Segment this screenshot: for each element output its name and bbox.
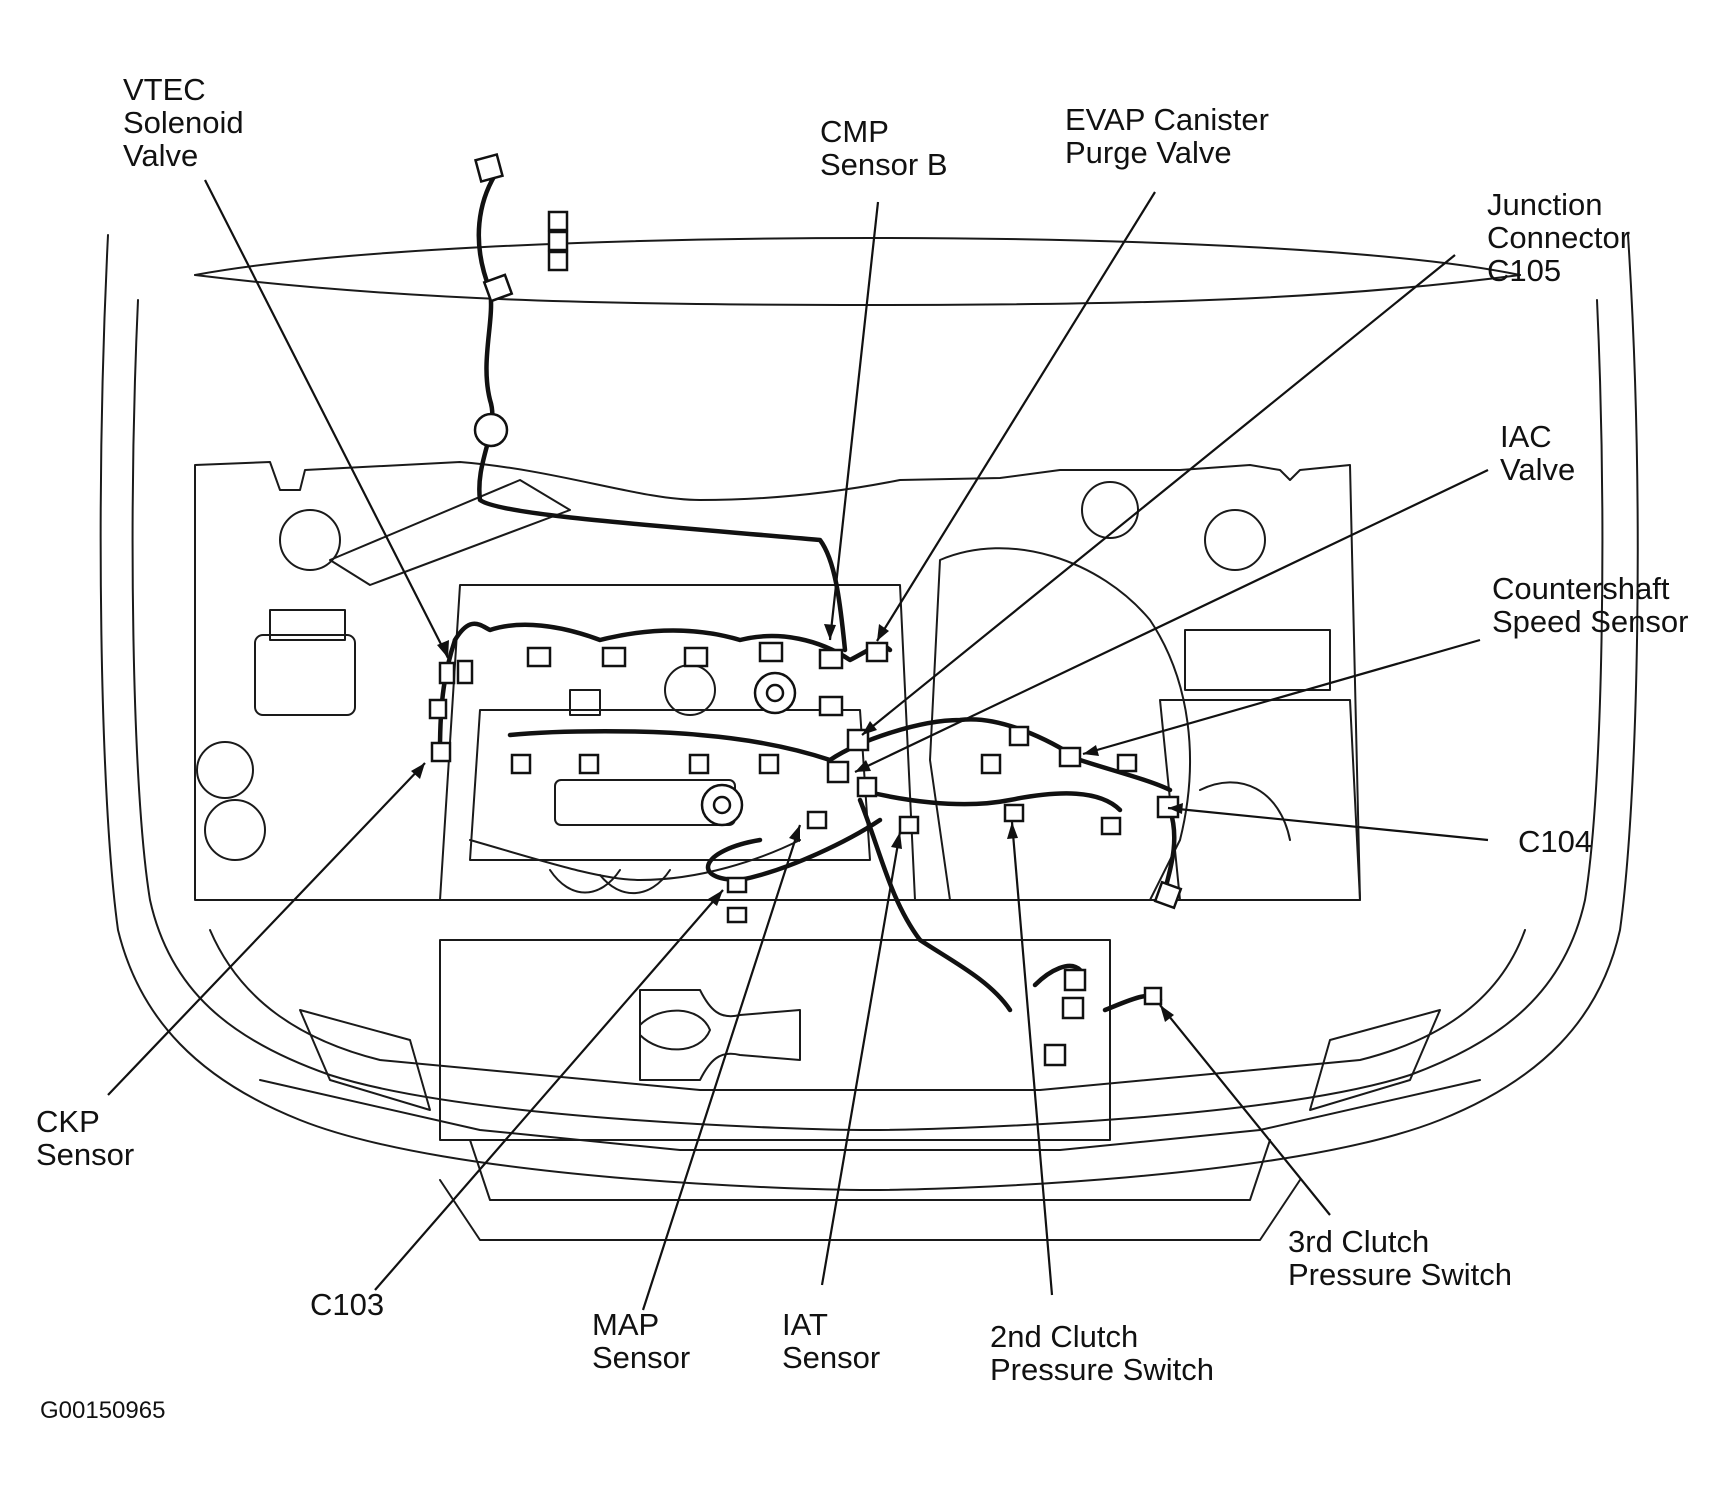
- figure-id: G00150965: [40, 1397, 166, 1424]
- label-vtec-solenoid-valve: VTEC Solenoid Valve: [123, 72, 244, 173]
- label-c104: C104: [1518, 824, 1593, 859]
- connectors: [428, 152, 1183, 1067]
- label-iac-valve: IAC Valve: [1500, 419, 1576, 487]
- label-evap-canister-purge-valve: EVAP Canister Purge Valve: [1065, 102, 1269, 170]
- label-ckp-sensor: CKP Sensor: [36, 1104, 135, 1172]
- label-3rd-clutch-pressure-switch: 3rd Clutch Pressure Switch: [1288, 1224, 1512, 1292]
- label-iat-sensor: IAT Sensor: [782, 1307, 881, 1375]
- engine-bay: [194, 461, 1361, 1141]
- leader-lines: [107, 179, 1489, 1311]
- label-cmp-sensor-b: CMP Sensor B: [820, 114, 948, 182]
- vehicle-body-outline: [99, 234, 1639, 1241]
- label-map-sensor: MAP Sensor: [592, 1307, 691, 1375]
- label-junction-connector-c105: Junction Connector C105: [1487, 187, 1631, 288]
- label-c103: C103: [310, 1287, 385, 1322]
- label-2nd-clutch-pressure-switch: 2nd Clutch Pressure Switch: [990, 1319, 1214, 1387]
- label-countershaft-speed-sensor: Countershaft Speed Sensor: [1492, 571, 1689, 639]
